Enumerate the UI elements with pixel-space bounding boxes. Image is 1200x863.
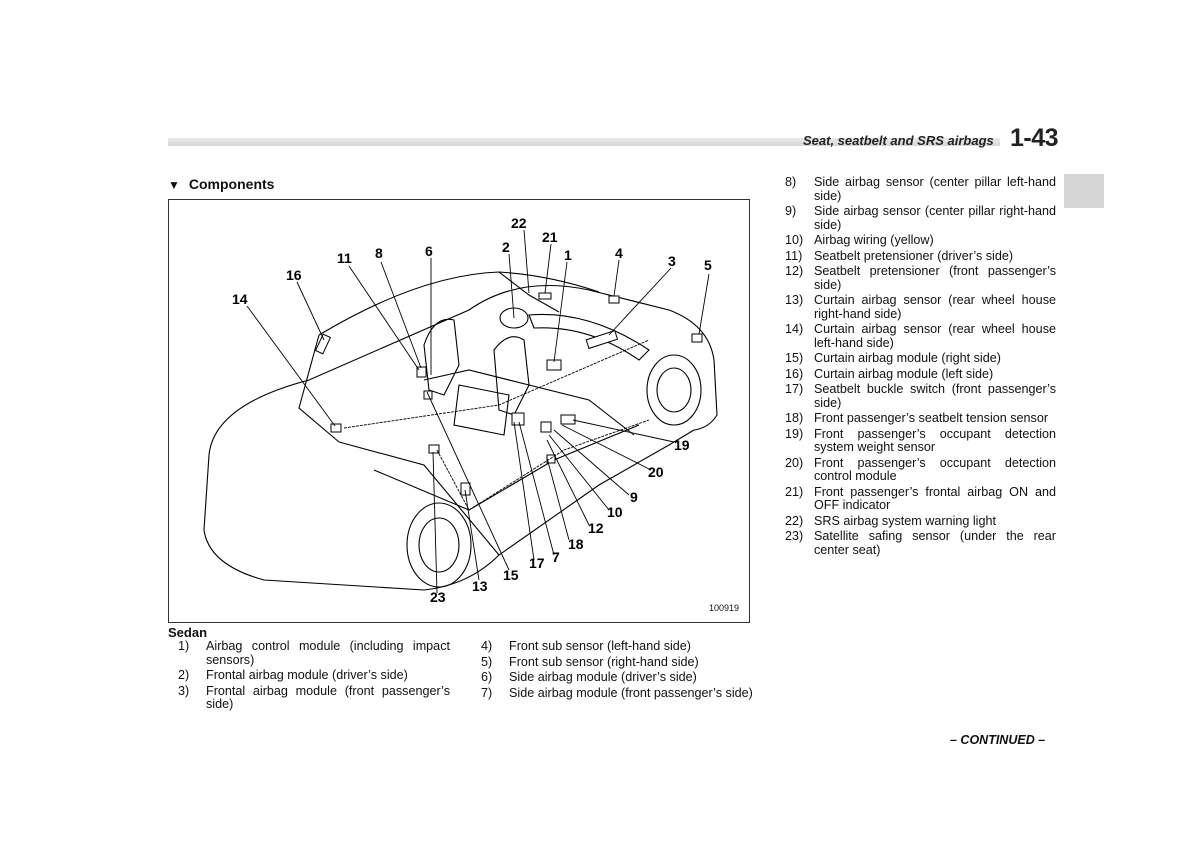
component-list-part-1: 1)Airbag control module (including impac… [178,639,450,714]
trunk-line [338,441,500,556]
list-item: 17)Seatbelt buckle switch (front passeng… [785,382,1056,410]
callout-10: 10 [607,504,623,520]
callout-11: 11 [337,250,352,266]
list-item: 6)Side airbag module (driver’s side) [481,670,697,684]
rear-window [298,334,340,443]
list-item: 23)Satellite safing sensor (under the re… [785,529,1056,557]
list-item: 22)SRS airbag system warning light [785,513,996,528]
list-item: 15)Curtain airbag module (right side) [785,351,1001,365]
component-box [314,333,332,355]
front-wheel-inner [656,367,692,413]
component-box [540,421,552,433]
steering-wheel [499,307,529,329]
component-box [691,333,703,343]
list-item: 5)Front sub sensor (right-hand side) [481,654,699,669]
callout-18: 18 [568,536,584,552]
chapter-tab [1064,174,1104,208]
list-item: 16)Curtain airbag module (left side) [785,366,994,381]
component-box [560,414,576,425]
callout-2: 2 [502,239,510,255]
callout-5: 5 [704,257,712,273]
component-box [416,366,427,378]
dashboard [528,313,650,361]
windshield [498,271,560,313]
figure-caption: Sedan [168,625,208,640]
callout-14: 14 [232,291,248,307]
car-lower-body [203,429,695,591]
list-item: 2)Frontal airbag module (driver’s side) [178,668,408,682]
callout-22: 22 [511,215,527,231]
front-wheel [646,354,702,426]
callout-7: 7 [552,549,560,565]
callout-12: 12 [588,520,604,536]
list-item: 20)Front passenger’s occupant detection … [785,455,1056,483]
callout-6: 6 [425,243,433,259]
component-box [608,295,620,304]
component-box [538,292,552,300]
callout-20: 20 [648,464,664,480]
callout-13: 13 [472,578,488,594]
rear-wheel-inner [418,517,460,573]
callout-8: 8 [375,245,383,261]
running-header-title: Seat, seatbelt and SRS airbags [803,133,994,148]
callout-23: 23 [430,589,446,605]
components-diagram: 22 21 2 8 6 11 1 4 3 5 16 14 19 20 9 10 … [168,199,750,623]
list-item: 14)Curtain airbag sensor (rear wheel hou… [785,322,1056,350]
car-body-outline [208,285,718,456]
figure-code: 100919 [708,603,739,613]
section-heading: ▼ Components [168,176,274,192]
callout-15: 15 [503,567,519,583]
component-list-part-2: 4)Front sub sensor (left-hand side) 5)Fr… [481,639,753,702]
callout-4: 4 [615,245,623,261]
callout-3: 3 [668,253,676,269]
list-item: 11)Seatbelt pretensioner (driver’s side) [785,248,1014,263]
component-box [511,412,525,426]
list-item: 7)Side airbag module (front passenger’s … [481,685,753,700]
callout-9: 9 [630,489,638,505]
car-illustration: 22 21 2 8 6 11 1 4 3 5 16 14 19 20 9 10 … [203,215,718,605]
callout-1: 1 [564,247,572,263]
list-item: 8)Side airbag sensor (center pillar left… [785,175,1056,203]
driver-seat [423,318,460,396]
list-item: 9)Side airbag sensor (center pillar righ… [785,204,1056,232]
list-item: 21)Front passenger’s frontal airbag ON a… [785,484,1056,512]
callout-19: 19 [674,437,690,453]
list-item: 19)Front passenger’s occupant detection … [785,426,1056,454]
list-item: 13)Curtain airbag sensor (rear wheel hou… [785,293,1056,321]
passenger-seat [493,336,530,416]
list-item: 1)Airbag control module (including impac… [178,639,450,667]
list-item: 4)Front sub sensor (left-hand side) [481,639,691,653]
list-item: 12)Seatbelt pretensioner (front passenge… [785,264,1056,292]
component-box [330,423,342,433]
list-item: 10)Airbag wiring (yellow) [785,233,934,247]
rear-seat [453,384,510,436]
rear-wheel [406,502,472,588]
airbag-wiring [343,339,650,511]
component-box [585,329,619,350]
component-box [428,444,440,454]
component-list-part-3: 8)Side airbag sensor (center pillar left… [785,175,1056,559]
section-heading-text: Components [188,176,275,192]
list-item: 18)Front passenger’s seatbelt tension se… [785,411,1049,425]
callout-21: 21 [542,229,558,245]
callout-16: 16 [286,267,302,283]
page-number: 1-43 [1010,124,1059,152]
continued-note: – CONTINUED – [950,733,1046,747]
header-rule [168,138,1000,146]
triangle-marker-icon: ▼ [168,178,180,192]
list-item: 3)Frontal airbag module (front passenger… [178,683,450,711]
callout-17: 17 [529,555,545,571]
roof-line [318,271,600,336]
